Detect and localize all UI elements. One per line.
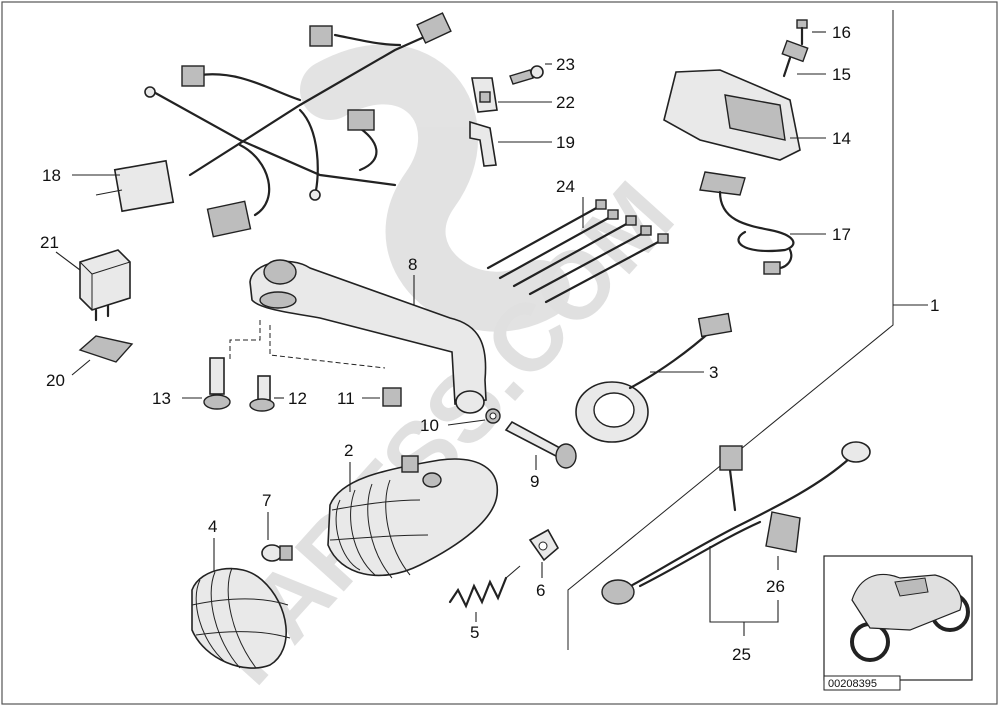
holder-19 [469, 120, 497, 167]
bulb-7 [261, 544, 293, 562]
callout-5: 5 [470, 623, 479, 642]
callout-24: 24 [556, 177, 575, 196]
motorcycle-thumbnail [823, 555, 973, 681]
callout-11: 11 [337, 389, 355, 408]
nut-11 [382, 387, 402, 407]
callout-21: 21 [40, 233, 59, 252]
callout-8: 8 [408, 255, 417, 274]
callout-17: 17 [832, 225, 851, 244]
callout-3: 3 [709, 363, 718, 382]
callout-13: 13 [152, 389, 171, 408]
leader-21 [55, 251, 81, 271]
lamp-2 [327, 455, 499, 579]
callout-12: 12 [288, 389, 307, 408]
cable-ties-24 [486, 199, 669, 304]
sensor-3 [575, 312, 733, 443]
callout-10: 10 [420, 416, 439, 435]
callout-7: 7 [262, 491, 271, 510]
cable-17 [699, 171, 795, 275]
dashline-11 [269, 325, 386, 369]
callout-23: 23 [556, 55, 575, 74]
washer-10 [485, 408, 501, 424]
callout-20: 20 [46, 371, 65, 390]
bolt-15 [781, 39, 809, 78]
reference-code: 00208395 [823, 675, 901, 691]
callout-18: 18 [42, 166, 61, 185]
callout-22: 22 [556, 93, 575, 112]
callout-6: 6 [536, 581, 545, 600]
harness-25 [601, 441, 871, 605]
callout-16: 16 [832, 23, 851, 42]
callout-1: 1 [930, 296, 939, 315]
bolt-9 [504, 420, 577, 469]
mounting-arm-8 [249, 259, 487, 414]
pad-26 [765, 511, 801, 553]
callout-2: 2 [344, 441, 353, 460]
callout-26: 26 [766, 577, 785, 596]
clip-22 [471, 77, 498, 113]
relay-21 [79, 249, 131, 322]
bolt-12 [249, 375, 275, 412]
pad-20 [78, 335, 134, 363]
wiring-harness-18 [95, 12, 452, 238]
callout-15: 15 [832, 65, 851, 84]
spring-5 [448, 565, 521, 609]
callout-4: 4 [208, 517, 217, 536]
housing-14 [663, 69, 801, 161]
callout-14: 14 [832, 129, 851, 148]
callout-9: 9 [530, 472, 539, 491]
callout-25: 25 [732, 645, 751, 664]
reference-code-text: 00208395 [828, 678, 877, 690]
dashline-13 [229, 320, 261, 360]
leader-20 [71, 359, 91, 376]
screw-23 [509, 65, 544, 85]
bolt-13 [203, 357, 231, 410]
callout-19: 19 [556, 133, 575, 152]
lamp-guard-4 [191, 567, 291, 669]
leader-10 [447, 419, 486, 426]
screw-16 [796, 19, 808, 46]
bracket-6 [528, 528, 560, 562]
